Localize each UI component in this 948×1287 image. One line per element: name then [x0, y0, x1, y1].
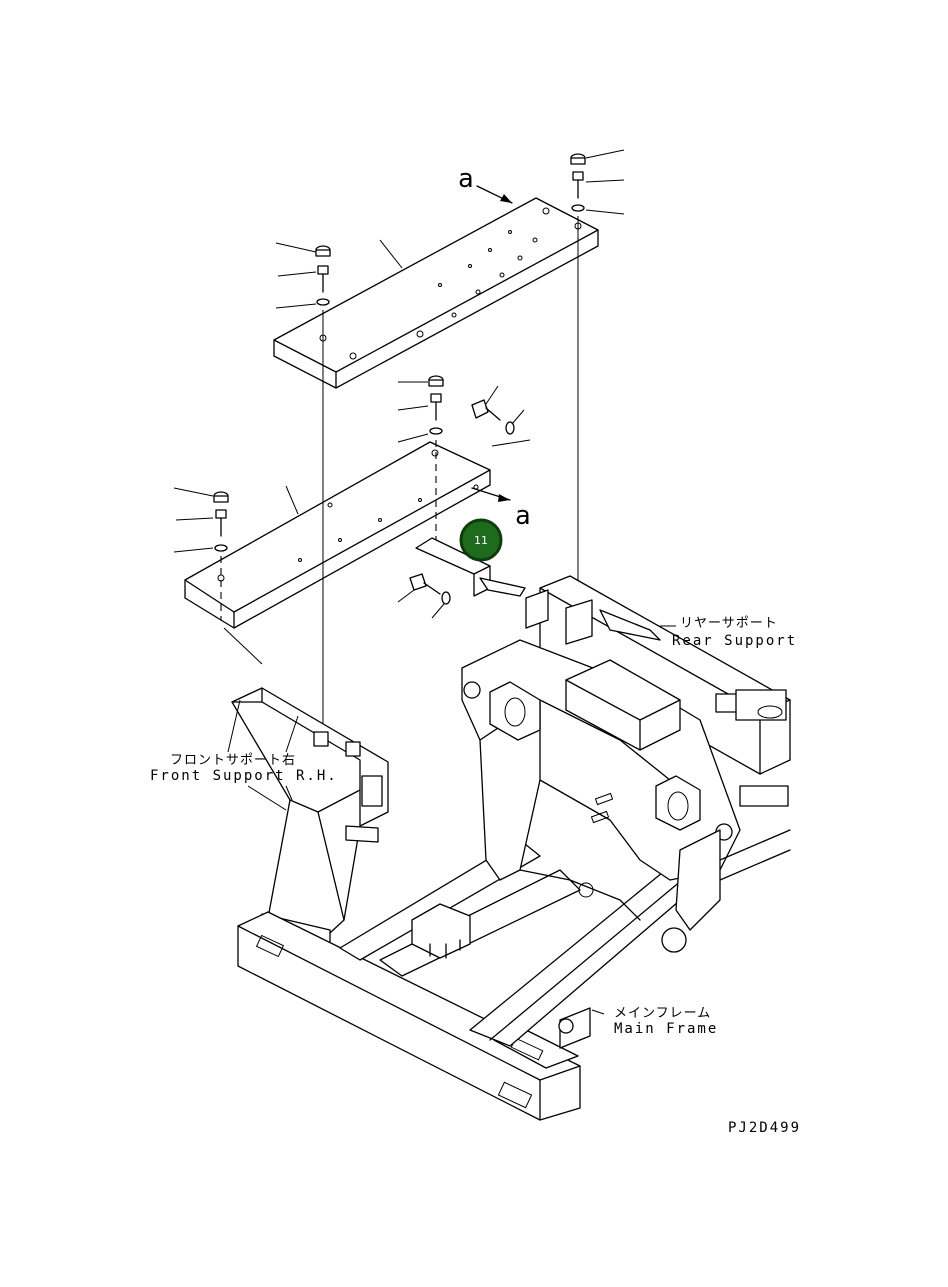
main-frame [237, 639, 791, 1121]
horizontal-bolt-lower [397, 573, 451, 619]
label-rear-support: リヤーサポート Rear Support [660, 616, 797, 649]
fastener-stack-mid [397, 375, 444, 443]
svg-text:a: a [515, 501, 531, 531]
fastener-stack-left [173, 487, 229, 553]
view-arrow-top: a [458, 164, 513, 204]
horizontal-bolt-upper [471, 385, 525, 435]
label-front-support: フロントサポート右 Front Support R.H. [150, 699, 338, 811]
lower-support-plate [184, 441, 491, 629]
svg-text:メインフレーム: メインフレーム [614, 1006, 711, 1021]
svg-text:Rear Support: Rear Support [672, 633, 797, 649]
label-main-frame: メインフレーム Main Frame [591, 1006, 718, 1037]
callout-badge-11[interactable]: 11 [459, 518, 503, 562]
bracket-part [415, 537, 526, 597]
fastener-stack-top-right [570, 149, 625, 215]
front-support-rh [231, 687, 389, 945]
svg-text:a: a [458, 164, 474, 194]
upper-support-plate [273, 197, 599, 389]
svg-text:Main Frame: Main Frame [614, 1021, 718, 1037]
rear-support [525, 575, 791, 807]
svg-text:11: 11 [474, 534, 488, 547]
svg-text:リヤーサポート: リヤーサポート [680, 616, 778, 631]
assembly-guide-lines [220, 216, 579, 730]
svg-text:フロントサポート右: フロントサポート右 [170, 753, 296, 768]
svg-text:Front Support R.H.: Front Support R.H. [150, 768, 338, 784]
fastener-stack-top-left [275, 242, 331, 309]
view-arrow-side: a [471, 487, 531, 531]
drawing-code: PJ2D499 [728, 1120, 801, 1136]
